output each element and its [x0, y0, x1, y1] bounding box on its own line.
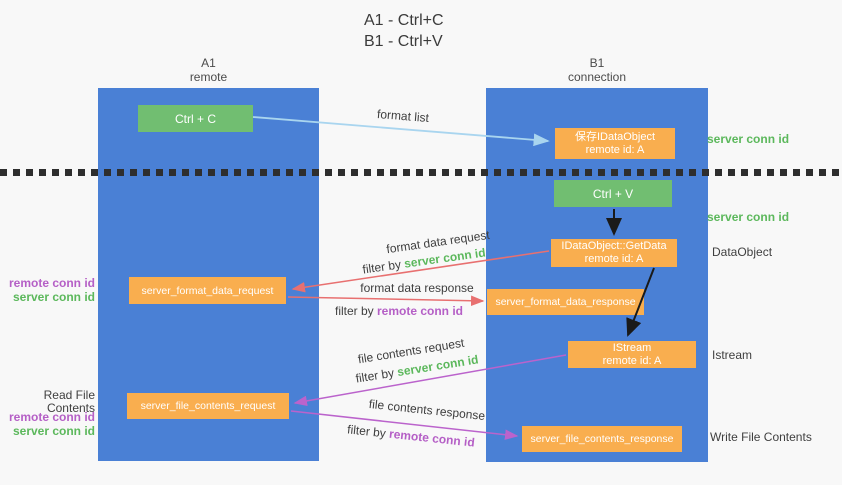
node-getdata-line2: remote id: A [584, 253, 644, 265]
column-header-b1: B1 connection [486, 56, 708, 84]
node-ctrl-c: Ctrl + C [138, 105, 253, 132]
file-contents-response-filter-label: filter by remote conn id [347, 422, 476, 449]
node-ctrl-v-label: Ctrl + V [592, 186, 634, 201]
node-format-response-label: server_format_data_response [495, 296, 636, 308]
read-file-contents-text: Read File Contents [43, 388, 95, 415]
filter-by-text: filter by [361, 256, 406, 277]
node-server-file-contents-request: server_file_contents_request [127, 393, 289, 419]
server-conn-id-label-2: server conn id [12, 424, 95, 438]
node-file-request-label: server_file_contents_request [140, 400, 276, 412]
istream-label: Istream [712, 348, 753, 362]
column-a1-name: A1 [201, 56, 216, 70]
left-conn-id-stack-2: remote conn id server conn id [0, 411, 95, 439]
node-save-line1: 保存IDataObject [574, 130, 656, 143]
filter-by-text: filter by [346, 422, 390, 441]
node-istream-line2: remote id: A [602, 354, 662, 367]
node-server-format-data-request: server_format_data_request [129, 277, 286, 304]
server-conn-id-label-1: server conn id [12, 290, 95, 304]
node-ctrl-c-label: Ctrl + C [174, 111, 216, 126]
column-b1-role: connection [567, 70, 627, 84]
server-conn-id-label-top: server conn id [707, 132, 790, 146]
title-line-1: A1 - Ctrl+C [364, 12, 444, 29]
node-server-file-contents-response: server_file_contents_response [522, 426, 682, 452]
remote-conn-id-text: remote conn id [377, 304, 464, 318]
node-save-line2: remote id: A [585, 143, 645, 156]
left-conn-id-stack-1: remote conn id server conn id [0, 277, 95, 305]
column-a1-role: remote [189, 70, 228, 84]
file-contents-response-label: file contents response [368, 397, 486, 423]
node-ctrl-v: Ctrl + V [554, 180, 672, 207]
format-list-label-text: format list [376, 106, 430, 126]
node-save-idataobject: 保存IDataObject remote id: A [555, 128, 675, 159]
format-list-label: format list [377, 107, 430, 125]
remote-conn-id-label-2: remote conn id [8, 410, 95, 424]
remote-conn-id-text: remote conn id [388, 426, 476, 450]
file-contents-response-text: file contents response [368, 396, 486, 424]
column-b1-name: B1 [589, 56, 605, 70]
remote-conn-id-label-1: remote conn id [8, 276, 95, 290]
node-istream-line1: IStream [612, 341, 652, 354]
format-data-response-text: format data response [360, 281, 474, 295]
diagram-title: A1 - Ctrl+C B1 - Ctrl+V [364, 10, 444, 52]
node-idataobject-getdata: IDataObject::GetData remote id: A [551, 239, 677, 267]
phase-separator-dotted-line [0, 169, 842, 176]
format-data-response-filter-label: filter by remote conn id [335, 304, 463, 318]
title-line-2: B1 - Ctrl+V [364, 33, 443, 50]
node-format-request-label: server_format_data_request [141, 284, 274, 297]
node-istream: IStream remote id: A [568, 341, 696, 368]
filter-by-text: filter by [354, 365, 399, 386]
node-getdata-line1: IDataObject::GetData [561, 240, 667, 252]
server-conn-id-label-mid: server conn id [707, 210, 790, 224]
column-header-a1: A1 remote [98, 56, 319, 84]
read-file-contents-label: Read File Contents [0, 389, 95, 416]
write-file-contents-label: Write File Contents [710, 430, 812, 444]
node-server-format-data-response: server_format_data_response [487, 289, 644, 315]
dataobject-label: DataObject [712, 245, 773, 259]
filter-by-text: filter by [334, 304, 377, 318]
format-data-response-label: format data response [360, 281, 473, 295]
node-file-response-label: server_file_contents_response [530, 433, 674, 445]
